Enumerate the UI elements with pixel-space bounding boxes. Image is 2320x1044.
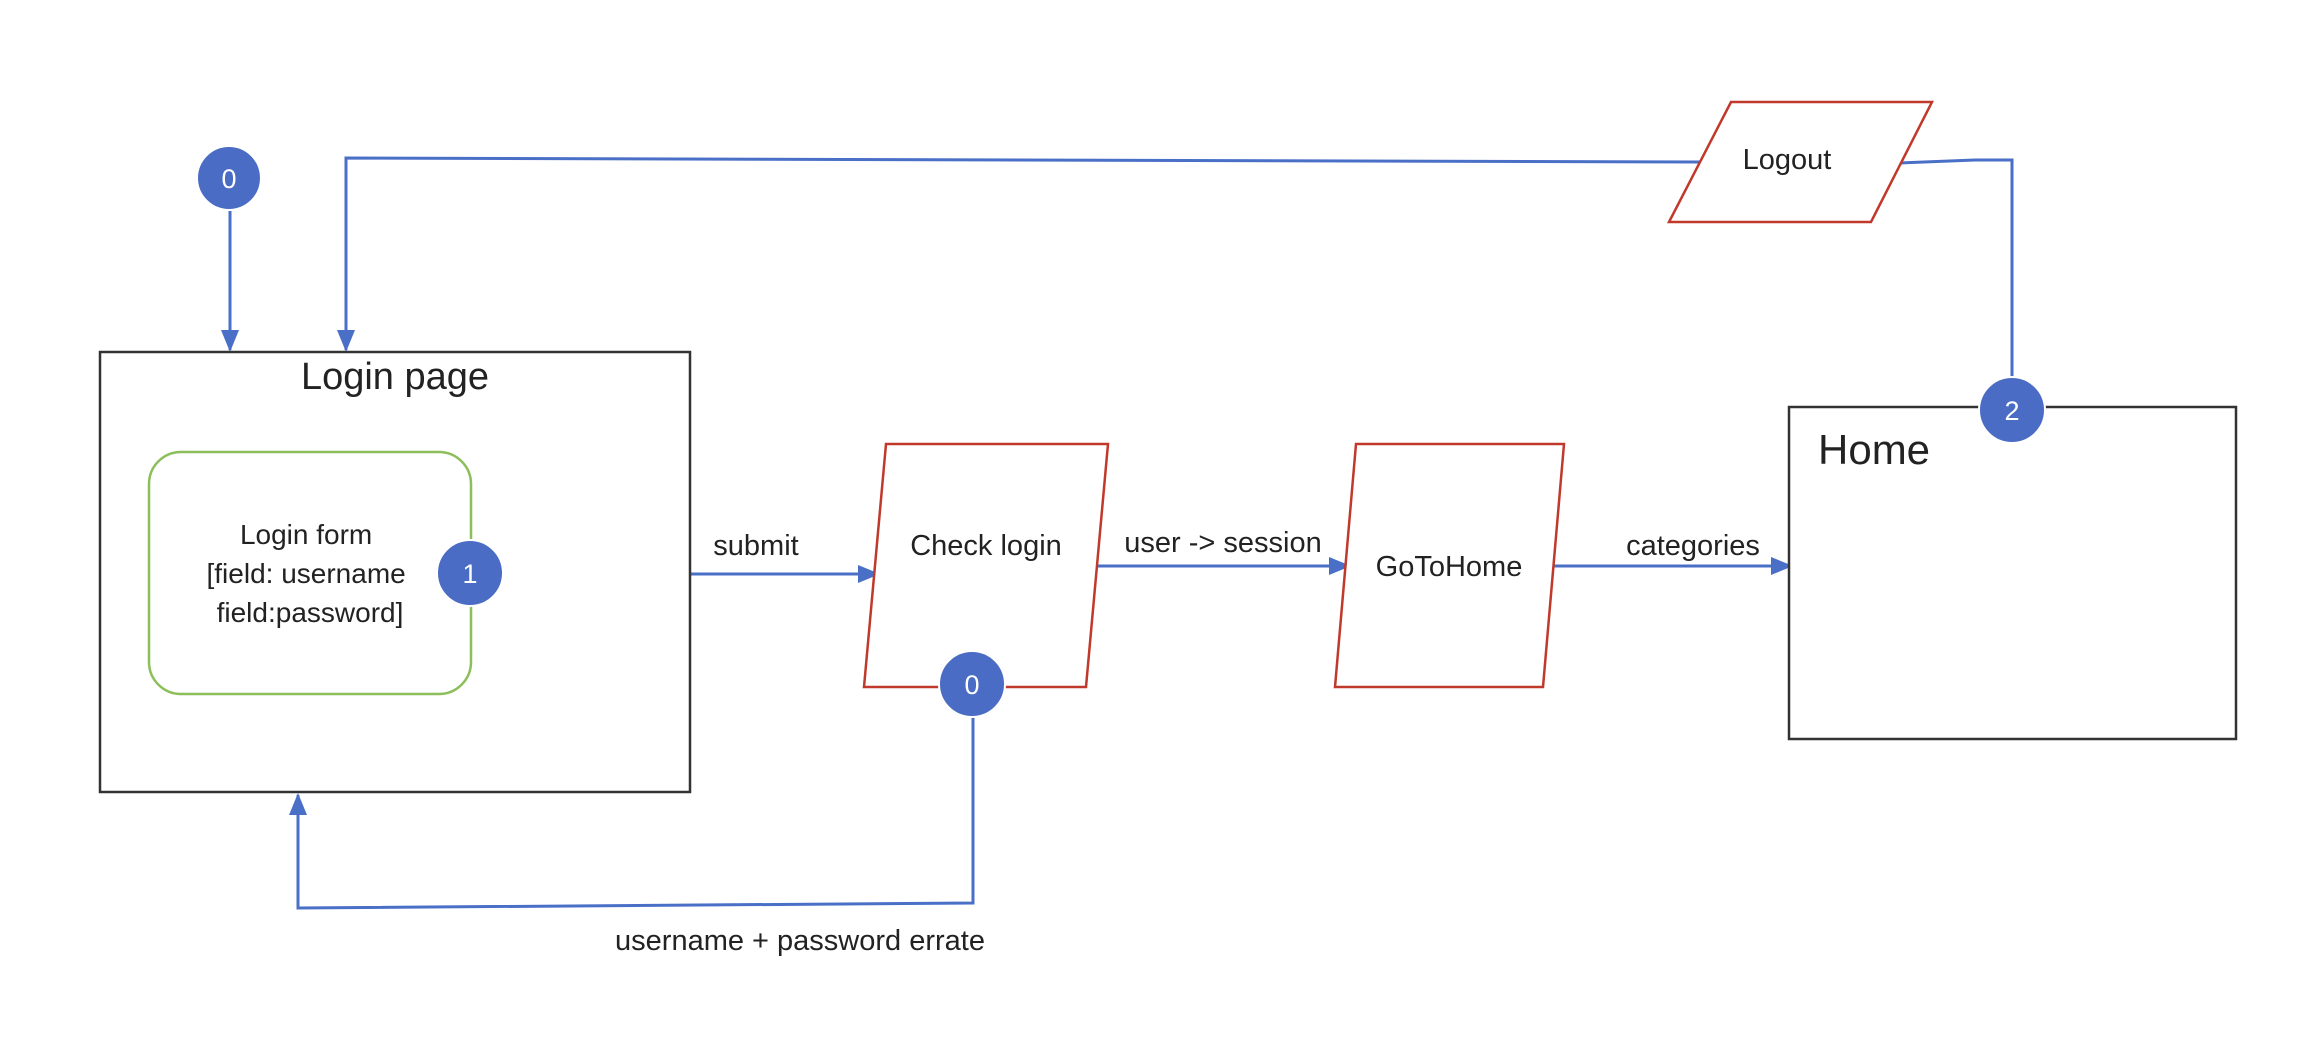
check-login-node[interactable]: Check login xyxy=(862,442,1110,689)
go-to-home-shape xyxy=(1333,442,1566,689)
logout-shape xyxy=(1666,100,1935,224)
login-form-line-1: Login form xyxy=(240,519,372,550)
go-to-home-node[interactable]: GoToHome xyxy=(1333,442,1566,689)
badge-check-error-number: 0 xyxy=(964,670,979,700)
logout-node[interactable]: Logout xyxy=(1666,100,1935,224)
edge-label-submit: submit xyxy=(713,530,798,562)
go-to-home-label: GoToHome xyxy=(1376,551,1523,583)
edge-error xyxy=(289,716,975,910)
logout-label: Logout xyxy=(1743,144,1832,176)
badge-check-error-circle xyxy=(938,650,1006,718)
edge-logout-to-login xyxy=(337,156,1701,352)
badge-start-circle xyxy=(196,145,262,211)
login-form-line-2: [field: username xyxy=(207,558,406,589)
edge-label-categories: categories xyxy=(1626,530,1760,562)
badge-check-error[interactable]: 0 xyxy=(938,650,1006,718)
login-form[interactable]: Login form [field: username field:passwo… xyxy=(147,450,473,696)
badge-form-submit[interactable]: 1 xyxy=(436,539,504,607)
home-page-title: Home xyxy=(1818,426,1930,473)
badge-start[interactable]: 0 xyxy=(196,145,262,211)
edge-label-user-session: user -> session xyxy=(1124,527,1321,559)
badge-home-logout[interactable]: 2 xyxy=(1978,376,2046,444)
badge-start-number: 0 xyxy=(221,164,236,194)
edge-home-to-logout xyxy=(1899,158,2014,380)
check-login-shape xyxy=(862,442,1110,689)
badge-home-logout-circle xyxy=(1978,376,2046,444)
badge-form-submit-circle xyxy=(436,539,504,607)
login-form-line-3: field:password] xyxy=(217,597,404,628)
login-page: Login page Login form [field: username f… xyxy=(98,350,692,794)
login-form-label: Login form [field: username field:passwo… xyxy=(207,519,414,628)
login-page-title: Login page xyxy=(301,356,489,398)
home-page-frame xyxy=(1787,405,2238,741)
badge-home-logout-number: 2 xyxy=(2004,396,2019,426)
home-page: Home xyxy=(1787,405,2238,741)
badge-form-submit-number: 1 xyxy=(462,559,477,589)
check-login-label: Check login xyxy=(910,530,1062,562)
edge-label-error: username + password errate xyxy=(615,925,985,957)
